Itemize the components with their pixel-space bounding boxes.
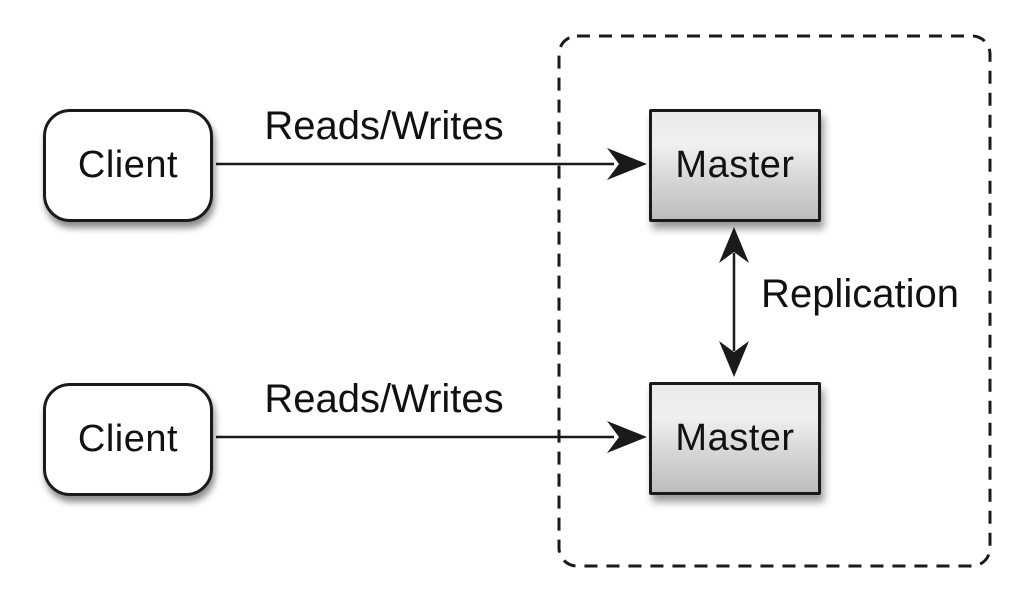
edge-label-replication: Replication	[761, 272, 959, 316]
edge-client2-master2	[216, 421, 647, 453]
arrowhead-up-icon	[719, 227, 749, 263]
edge-label-reads-writes-2: Reads/Writes	[264, 377, 504, 421]
master-node-2: Master	[649, 382, 821, 495]
arrowhead-right-icon	[607, 148, 647, 180]
client-node-1: Client	[43, 109, 213, 222]
master-1-label: Master	[675, 144, 795, 186]
client-2-label: Client	[77, 418, 179, 460]
arrowhead-right-icon	[607, 421, 647, 453]
edge-master1-master2	[719, 227, 749, 377]
edge-label-reads-writes-1: Reads/Writes	[264, 104, 504, 148]
client-node-2: Client	[43, 383, 213, 496]
client-1-label: Client	[77, 144, 179, 186]
replication-cluster-border	[557, 34, 992, 568]
master-node-1: Master	[649, 109, 821, 222]
arrowhead-down-icon	[719, 341, 749, 377]
master-2-label: Master	[675, 417, 795, 459]
edge-client1-master1	[216, 148, 647, 180]
